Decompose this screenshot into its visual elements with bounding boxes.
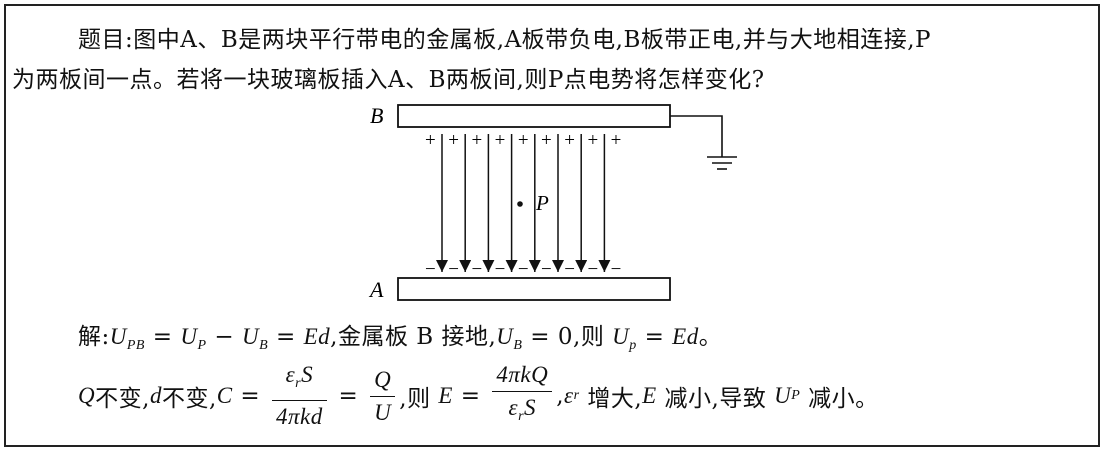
negative-charges: −−−−−−−−− — [425, 259, 621, 280]
plus-sign: + — [518, 130, 529, 151]
fraction-4pikq-over-eps-s: 4πkQ εrS — [492, 361, 553, 431]
plus-sign: + — [587, 130, 598, 151]
minus-sign: − — [448, 259, 459, 280]
fraction-q-over-u: Q U — [370, 366, 396, 427]
content-frame — [4, 4, 1100, 447]
minus-sign: − — [425, 259, 436, 280]
minus-sign: − — [564, 259, 575, 280]
plus-sign: + — [425, 130, 436, 151]
plate-b — [397, 104, 671, 128]
ground-wire — [670, 115, 723, 157]
minus-sign: − — [471, 259, 482, 280]
fraction-eps-s-over-4pikd: εrS 4πkd — [272, 361, 327, 431]
minus-sign: − — [541, 259, 552, 280]
minus-sign: − — [587, 259, 598, 280]
problem-line-2: 为两板间一点。若将一块玻璃板插入A、B两板间,则P点电势将怎样变化? — [12, 67, 765, 93]
ground-icon — [707, 156, 737, 170]
plate-a — [397, 277, 671, 301]
plus-sign: + — [448, 130, 459, 151]
label-b: B — [370, 103, 383, 128]
label-a: A — [368, 277, 384, 302]
field-lines — [436, 134, 611, 272]
problem-line-1: 题目:图中A、B是两块平行带电的金属板,A板带负电,B板带正电,并与大地相连接,… — [78, 27, 931, 53]
plus-sign: + — [564, 130, 575, 151]
plus-sign: + — [471, 130, 482, 151]
plus-sign: + — [611, 130, 622, 151]
label-p: P — [535, 191, 549, 215]
positive-charges: + + + + + + + + + — [425, 130, 621, 151]
plus-sign: + — [541, 130, 552, 151]
minus-sign: − — [518, 259, 529, 280]
minus-sign: − — [611, 259, 622, 280]
solution-line: 解:UPB = UP − UB = Ed,金属板 B 接地,UB = 0,则 U… — [78, 324, 723, 353]
formula-line: Q 不变,d 不变,C = εrS 4πkd = Q U ,则 E = 4πkQ… — [78, 361, 879, 431]
plus-sign: + — [495, 130, 506, 151]
point-p-dot — [517, 201, 523, 207]
minus-sign: − — [495, 259, 506, 280]
